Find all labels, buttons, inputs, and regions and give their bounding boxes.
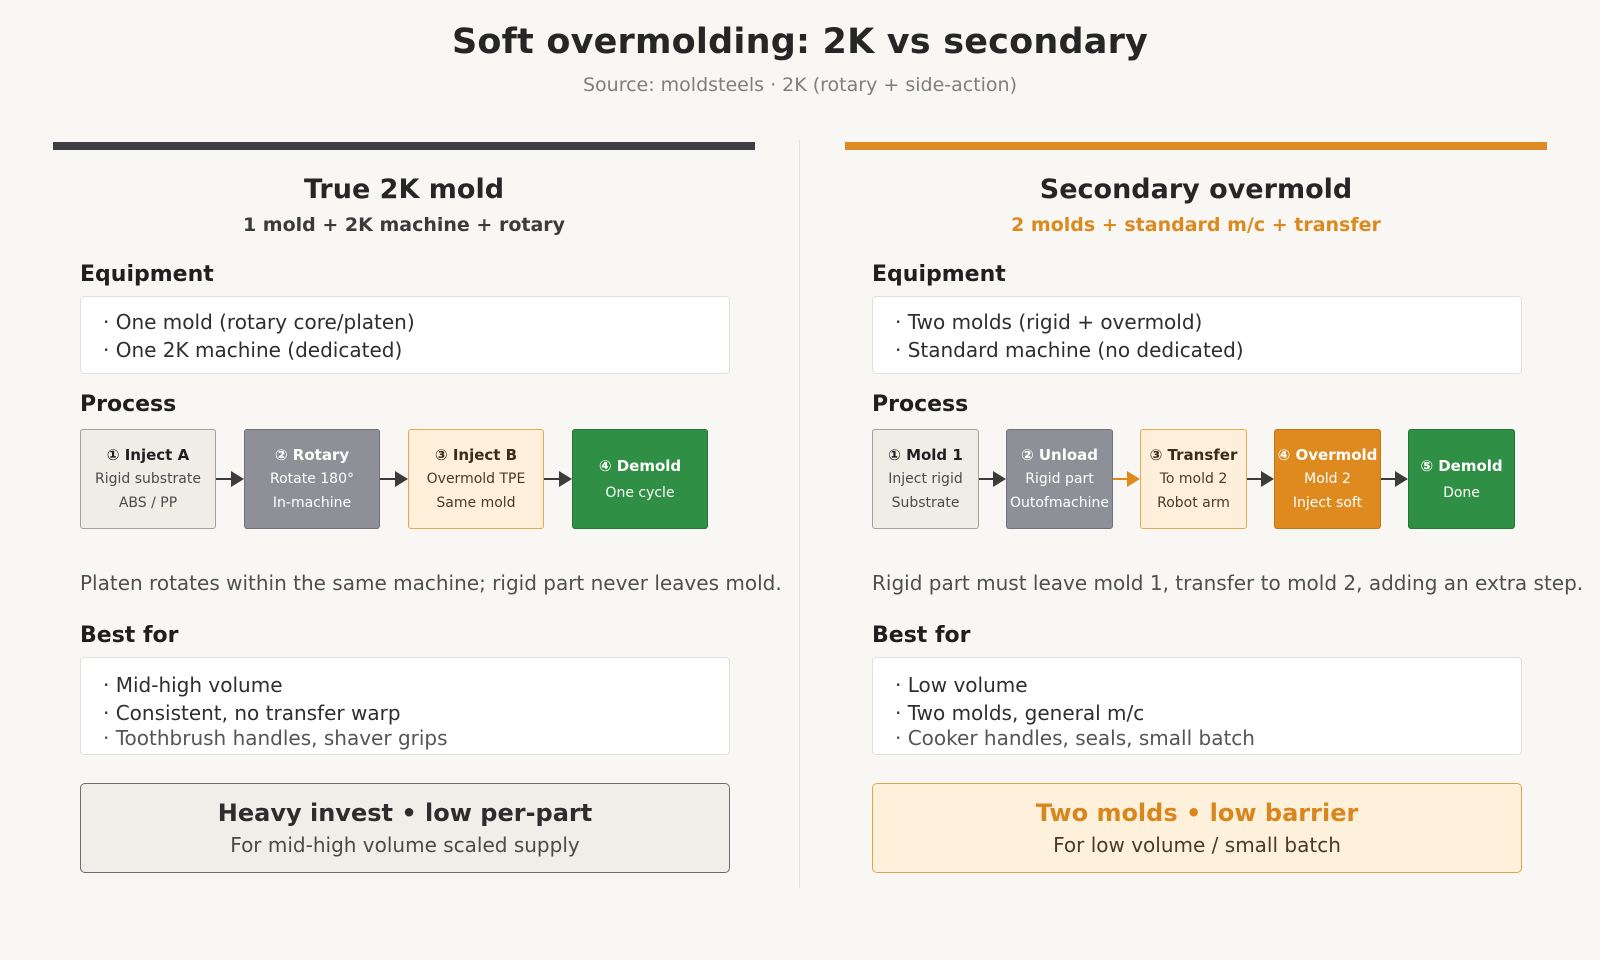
summary-subtitle: For low volume / small batch <box>1053 833 1341 857</box>
equipment-heading: Equipment <box>80 262 214 287</box>
best-for-heading: Best for <box>872 623 971 648</box>
equipment-card: · One mold (rotary core/platen) · One 2K… <box>80 296 730 374</box>
step-title: ① Mold 1 <box>888 446 963 464</box>
equipment-heading: Equipment <box>872 262 1006 287</box>
panel-true-2k: True 2K mold 1 mold + 2K machine + rotar… <box>53 142 782 873</box>
best-for-item: · Cooker handles, seals, small batch <box>895 726 1255 750</box>
best-for-item: · Low volume <box>895 673 1028 697</box>
flow-arrow <box>544 471 572 487</box>
step-detail: Outofmachine <box>1009 495 1110 511</box>
step-detail: Overmold TPE <box>426 471 526 487</box>
process-step-transfer: ③ Transfer To mold 2 Robot arm <box>1140 429 1247 529</box>
step-detail: One cycle <box>605 484 675 501</box>
process-flow: ① Mold 1 Inject rigid Substrate ② Unload… <box>872 429 1522 529</box>
step-detail: Done <box>1443 484 1480 501</box>
step-detail: Substrate <box>891 495 960 511</box>
summary-title: Heavy invest • low per-part <box>217 799 593 827</box>
step-detail: In-machine <box>272 495 352 511</box>
equipment-card: · Two molds (rigid + overmold) · Standar… <box>872 296 1522 374</box>
panel-top-bar <box>845 142 1547 150</box>
flow-arrow <box>216 471 244 487</box>
panel-title: Secondary overmold <box>1039 174 1353 205</box>
process-note: Rigid part must leave mold 1, transfer t… <box>872 571 1584 595</box>
equipment-item: · One mold (rotary core/platen) <box>103 310 415 334</box>
step-title: ⑤ Demold <box>1420 456 1503 475</box>
page-subtitle: Source: moldsteels · 2K (rotary + side-a… <box>582 74 1018 96</box>
flow-arrow <box>1381 471 1408 487</box>
step-detail: Robot arm <box>1157 495 1230 511</box>
process-flow: ① Inject A Rigid substrate ABS / PP ② Ro… <box>80 429 730 529</box>
best-for-card: · Mid-high volume · Consistent, no trans… <box>80 657 730 755</box>
process-step-inject-a: ① Inject A Rigid substrate ABS / PP <box>80 429 216 529</box>
panel-subtitle: 1 mold + 2K machine + rotary <box>242 214 566 236</box>
equipment-item: · Standard machine (no dedicated) <box>895 338 1244 362</box>
step-title: ④ Overmold <box>1277 446 1378 464</box>
step-detail: Mold 2 <box>1304 471 1351 487</box>
step-detail: Rotate 180° <box>269 471 354 487</box>
step-title: ② Unload <box>1020 446 1099 464</box>
process-heading: Process <box>872 392 969 417</box>
best-for-item: · Two molds, general m/c <box>895 701 1145 725</box>
panel-subtitle: 2 molds + standard m/c + transfer <box>1011 214 1381 236</box>
step-detail: Rigid substrate <box>94 471 201 487</box>
step-title: ④ Demold <box>598 456 682 475</box>
best-for-item: · Consistent, no transfer warp <box>103 701 401 725</box>
step-title: ③ Inject B <box>434 446 518 464</box>
process-step-unload: ② Unload Rigid part Outofmachine <box>1006 429 1113 529</box>
process-step-mold-1: ① Mold 1 Inject rigid Substrate <box>872 429 979 529</box>
process-step-demold: ④ Demold One cycle <box>572 429 708 529</box>
best-for-heading: Best for <box>80 623 179 648</box>
process-step-inject-b: ③ Inject B Overmold TPE Same mold <box>408 429 544 529</box>
process-step-demold: ⑤ Demold Done <box>1408 429 1515 529</box>
step-detail: Rigid part <box>1025 471 1094 487</box>
step-detail: To mold 2 <box>1159 471 1228 487</box>
process-step-overmold: ④ Overmold Mold 2 Inject soft <box>1274 429 1381 529</box>
best-for-item: · Mid-high volume <box>103 673 283 697</box>
panel-title: True 2K mold <box>303 174 505 205</box>
process-step-rotary: ② Rotary Rotate 180° In-machine <box>244 429 380 529</box>
equipment-item: · Two molds (rigid + overmold) <box>895 310 1203 334</box>
step-title: ③ Transfer <box>1149 446 1238 464</box>
panel-top-bar <box>53 142 755 150</box>
header: Soft overmolding: 2K vs secondary Source… <box>0 22 1600 96</box>
flow-arrow <box>979 471 1006 487</box>
summary-title: Two molds • low barrier <box>1035 799 1359 827</box>
step-detail: Same mold <box>436 495 516 511</box>
flow-arrow-transfer <box>1113 471 1140 487</box>
process-heading: Process <box>80 392 177 417</box>
column-divider <box>799 140 800 888</box>
flow-arrow <box>380 471 408 487</box>
step-detail: Inject soft <box>1292 495 1363 511</box>
summary-subtitle: For mid-high volume scaled supply <box>230 833 580 857</box>
summary-box: Heavy invest • low per-part For mid-high… <box>80 783 730 873</box>
step-detail: ABS / PP <box>118 495 178 511</box>
flow-arrow <box>1247 471 1274 487</box>
process-note: Platen rotates within the same machine; … <box>80 571 782 595</box>
page-title: Soft overmolding: 2K vs secondary <box>451 22 1149 62</box>
summary-box: Two molds • low barrier For low volume /… <box>872 783 1522 873</box>
panel-secondary-overmold: Secondary overmold 2 molds + standard m/… <box>845 142 1584 873</box>
step-detail: Inject rigid <box>888 471 963 487</box>
best-for-item: · Toothbrush handles, shaver grips <box>103 726 448 750</box>
best-for-card: · Low volume · Two molds, general m/c · … <box>872 657 1522 755</box>
step-title: ① Inject A <box>106 446 190 464</box>
equipment-item: · One 2K machine (dedicated) <box>103 338 403 362</box>
step-title: ② Rotary <box>274 446 350 464</box>
